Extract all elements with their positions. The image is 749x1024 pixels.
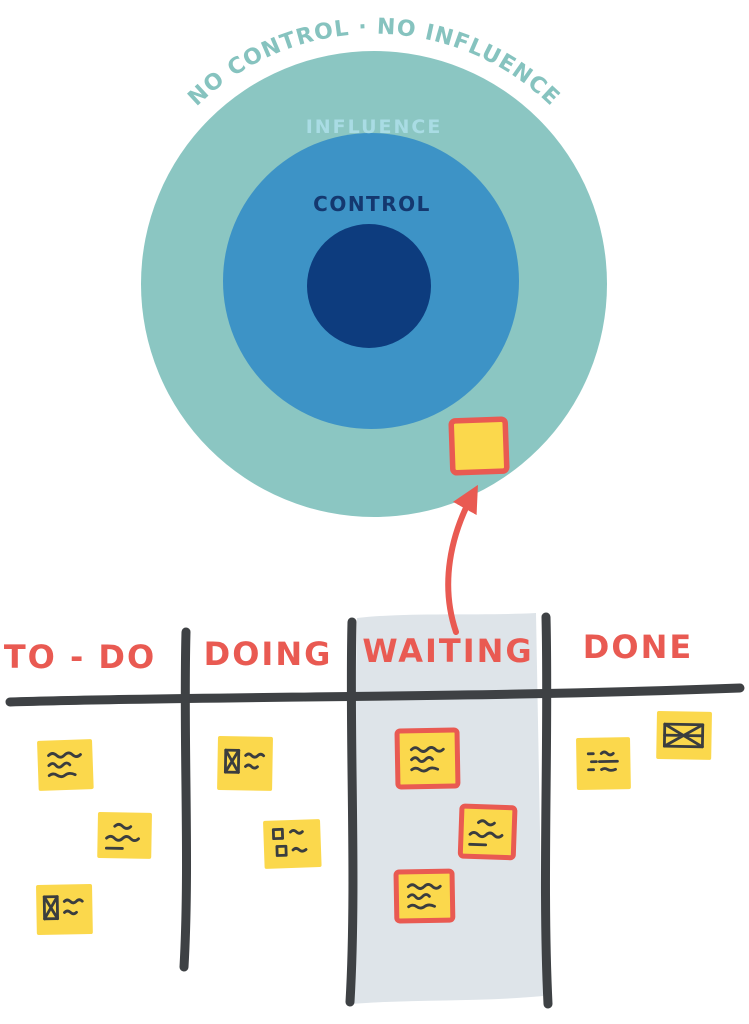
- kanban-board: TO - DO DOING WAITING DONE: [4, 612, 745, 1009]
- sticky-note-waiting-1: [394, 727, 461, 790]
- sticky-face: [37, 739, 94, 791]
- sticky-note-done-1: [576, 737, 631, 790]
- sticky-note-todo-1: [37, 739, 94, 791]
- sticky-note-waiting-2: [457, 803, 518, 861]
- sticky-face: [457, 803, 518, 861]
- control-label: CONTROL: [313, 192, 431, 216]
- column-divider-1: [179, 627, 192, 972]
- circles-of-influence-diagram: NO CONTROL · NO INFLUENCE INFLUENCE CONT…: [141, 15, 607, 517]
- sticky-note-doing-1: [217, 736, 273, 791]
- floating-sticky-note: [448, 416, 510, 476]
- arrow-waiting-to-circle: [445, 484, 478, 635]
- sticky-face: [263, 819, 322, 869]
- sticky-face: [576, 737, 631, 790]
- sticky-note-todo-3: [36, 884, 93, 935]
- column-divider-3: [540, 612, 553, 1009]
- column-divider-2: [345, 617, 358, 1007]
- sticky-note-todo-2: [97, 812, 152, 859]
- column-header-done: DONE: [583, 628, 693, 666]
- column-header-waiting: WAITING: [362, 632, 533, 670]
- influence-label: INFLUENCE: [306, 116, 443, 138]
- sticky-note-done-2: [656, 711, 712, 760]
- control-circle: [307, 224, 431, 348]
- column-header-todo: TO - DO: [4, 638, 156, 676]
- floating-sticky-note-face: [448, 416, 510, 476]
- sticky-note-doing-2: [263, 819, 322, 869]
- sticky-note-waiting-3: [393, 868, 456, 924]
- column-header-doing: DOING: [204, 635, 333, 673]
